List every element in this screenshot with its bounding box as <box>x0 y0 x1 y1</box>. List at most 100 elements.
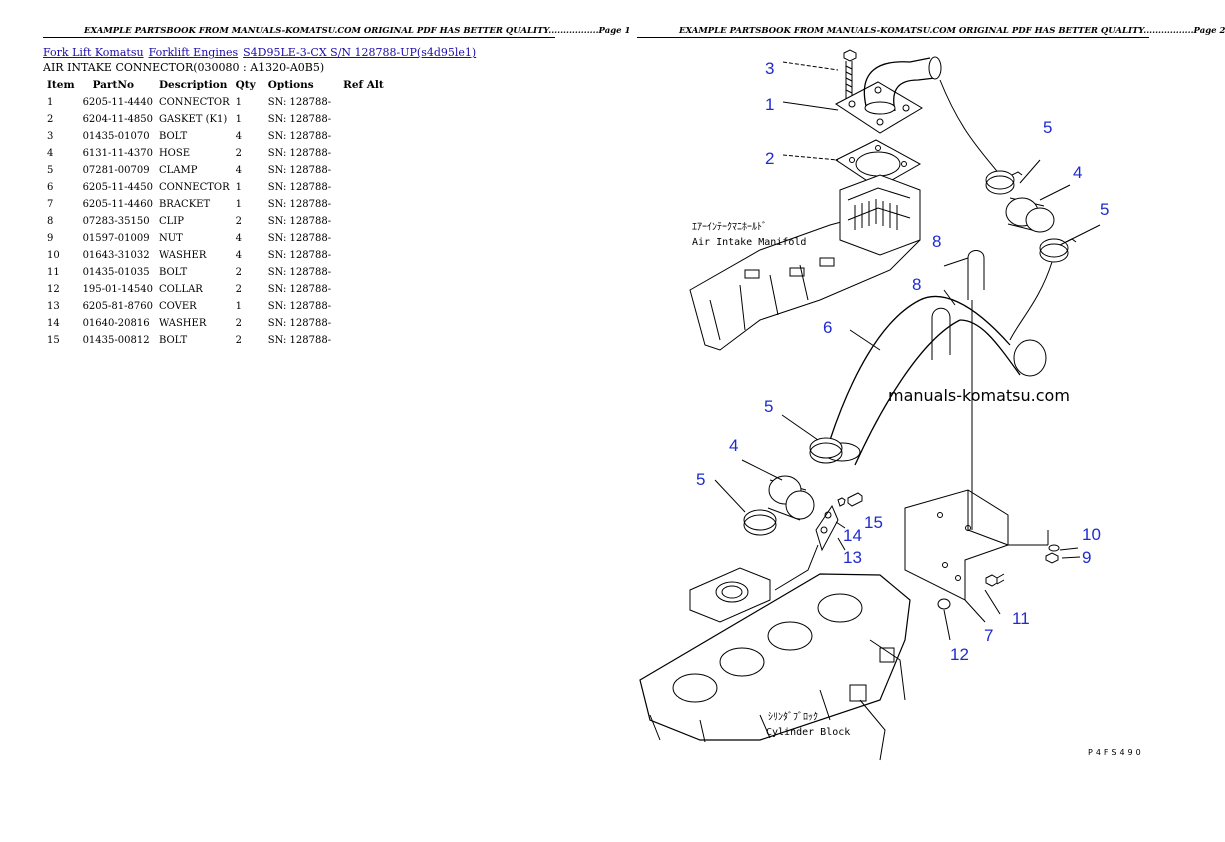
page-1-header: EXAMPLE PARTSBOOK FROM MANUALS-KOMATSU.C… <box>84 26 631 36</box>
cell-qty: 1 <box>235 301 243 312</box>
cell-options: SN: 128788- <box>267 216 332 227</box>
cell-description: CONNECTOR <box>158 97 230 108</box>
cell-description: BOLT <box>158 131 188 142</box>
col-header-partno: PartNo <box>92 78 134 91</box>
cell-partno: 6204-11-4850 <box>82 114 153 125</box>
cell-partno: 6131-11-4370 <box>82 148 153 159</box>
cell-options: SN: 128788- <box>267 335 332 346</box>
cell-item: 6 <box>47 182 54 193</box>
table-header-row: Item PartNo Description Qty Options Ref … <box>43 76 388 94</box>
cell-options: SN: 128788- <box>267 233 332 244</box>
cell-description: BOLT <box>158 335 188 346</box>
parts-table: Item PartNo Description Qty Options Ref … <box>43 76 388 349</box>
cell-partno: 01597-01009 <box>82 233 150 244</box>
header-rule-left <box>43 37 555 38</box>
label-block-jp: ｼﾘﾝﾀﾞﾌﾞﾛｯｸ <box>768 711 818 723</box>
callout-5-right: 5 <box>1100 200 1109 219</box>
label-manifold-en: Air Intake Manifold <box>692 237 806 248</box>
cell-item: 1 <box>47 97 54 108</box>
cell-qty: 1 <box>235 199 243 210</box>
cell-partno: 01435-01035 <box>82 267 150 278</box>
cell-description: NUT <box>158 233 183 244</box>
callout-15: 15 <box>864 513 883 532</box>
cell-partno: 01640-20816 <box>82 318 150 329</box>
breadcrumb-link-fork-lift[interactable]: Fork Lift Komatsu <box>43 46 144 59</box>
label-block-en: Cylinder Block <box>766 727 850 738</box>
cell-item: 9 <box>47 233 54 244</box>
cell-description: CLIP <box>158 216 184 227</box>
cell-partno: 01435-00812 <box>82 335 150 346</box>
cell-partno: 6205-11-4440 <box>82 97 153 108</box>
cell-partno: 07281-00709 <box>82 165 150 176</box>
cell-item: 2 <box>47 114 54 125</box>
col-header-item: Item <box>47 78 75 91</box>
cell-description: BRACKET <box>158 199 211 210</box>
callout-4-upper: 4 <box>1073 163 1082 182</box>
callout-5-upper: 5 <box>1043 118 1052 137</box>
cell-description: HOSE <box>158 148 191 159</box>
callout-13: 13 <box>843 548 862 567</box>
cell-options: SN: 128788- <box>267 301 332 312</box>
cell-qty: 2 <box>235 284 243 295</box>
cell-description: CLAMP <box>158 165 198 176</box>
cell-description: COLLAR <box>158 284 203 295</box>
cell-options: SN: 128788- <box>267 165 332 176</box>
cell-options: SN: 128788- <box>267 114 332 125</box>
cell-options: SN: 128788- <box>267 199 332 210</box>
cell-item: 8 <box>47 216 54 227</box>
drawing-code: P4FS490 <box>1088 748 1144 757</box>
cell-description: WASHER <box>158 250 207 261</box>
cell-description: GASKET (K1) <box>158 114 228 125</box>
cell-item: 3 <box>47 131 54 142</box>
page-2-header: EXAMPLE PARTSBOOK FROM MANUALS-KOMATSU.C… <box>679 26 1225 36</box>
label-manifold-jp: ｴｱｰｲﾝﾃｰｸﾏﾆﾎｰﾙﾄﾞ <box>692 221 767 233</box>
callout-4-lower: 4 <box>729 436 738 455</box>
cell-item: 7 <box>47 199 54 210</box>
callout-9: 9 <box>1082 548 1091 567</box>
cell-qty: 4 <box>235 131 243 142</box>
cell-description: BOLT <box>158 267 188 278</box>
cell-qty: 2 <box>235 267 243 278</box>
callout-12: 12 <box>950 645 969 664</box>
cell-item: 4 <box>47 148 54 159</box>
cell-item: 13 <box>47 301 60 312</box>
cell-qty: 1 <box>235 114 243 125</box>
col-header-ref-alt: Ref Alt <box>343 78 384 91</box>
callout-5-mid: 5 <box>764 397 773 416</box>
cell-item: 11 <box>47 267 60 278</box>
callout-8-upper: 8 <box>932 232 941 251</box>
cell-partno: 07283-35150 <box>82 216 150 227</box>
breadcrumb-link-model[interactable]: S4D95LE-3-CX S/N 128788-UP(s4d95le1) <box>243 46 477 59</box>
breadcrumb-link-forklift-engines[interactable]: Forklift Engines <box>148 46 239 59</box>
cell-qty: 2 <box>235 335 243 346</box>
callout-6: 6 <box>823 318 832 337</box>
watermark: manuals-komatsu.com <box>888 386 1070 405</box>
callout-2: 2 <box>765 149 774 168</box>
callout-5-lower: 5 <box>696 470 705 489</box>
callout-14: 14 <box>843 526 862 545</box>
cell-options: SN: 128788- <box>267 148 332 159</box>
callout-7: 7 <box>984 626 993 645</box>
cell-options: SN: 128788- <box>267 182 332 193</box>
cell-description: WASHER <box>158 318 207 329</box>
cell-partno: 6205-11-4450 <box>82 182 153 193</box>
callout-8-lower: 8 <box>912 275 921 294</box>
cell-description: COVER <box>158 301 197 312</box>
cell-item: 14 <box>47 318 60 329</box>
cell-qty: 1 <box>235 97 243 108</box>
callout-1: 1 <box>765 95 774 114</box>
callout-3: 3 <box>765 59 774 78</box>
table-row: 2 6204-11-4850 GASKET (K1) 1 SN: 128788- <box>43 111 388 128</box>
page-title: AIR INTAKE CONNECTOR(030080 : A1320-A0B5… <box>43 61 325 74</box>
cell-options: SN: 128788- <box>267 267 332 278</box>
